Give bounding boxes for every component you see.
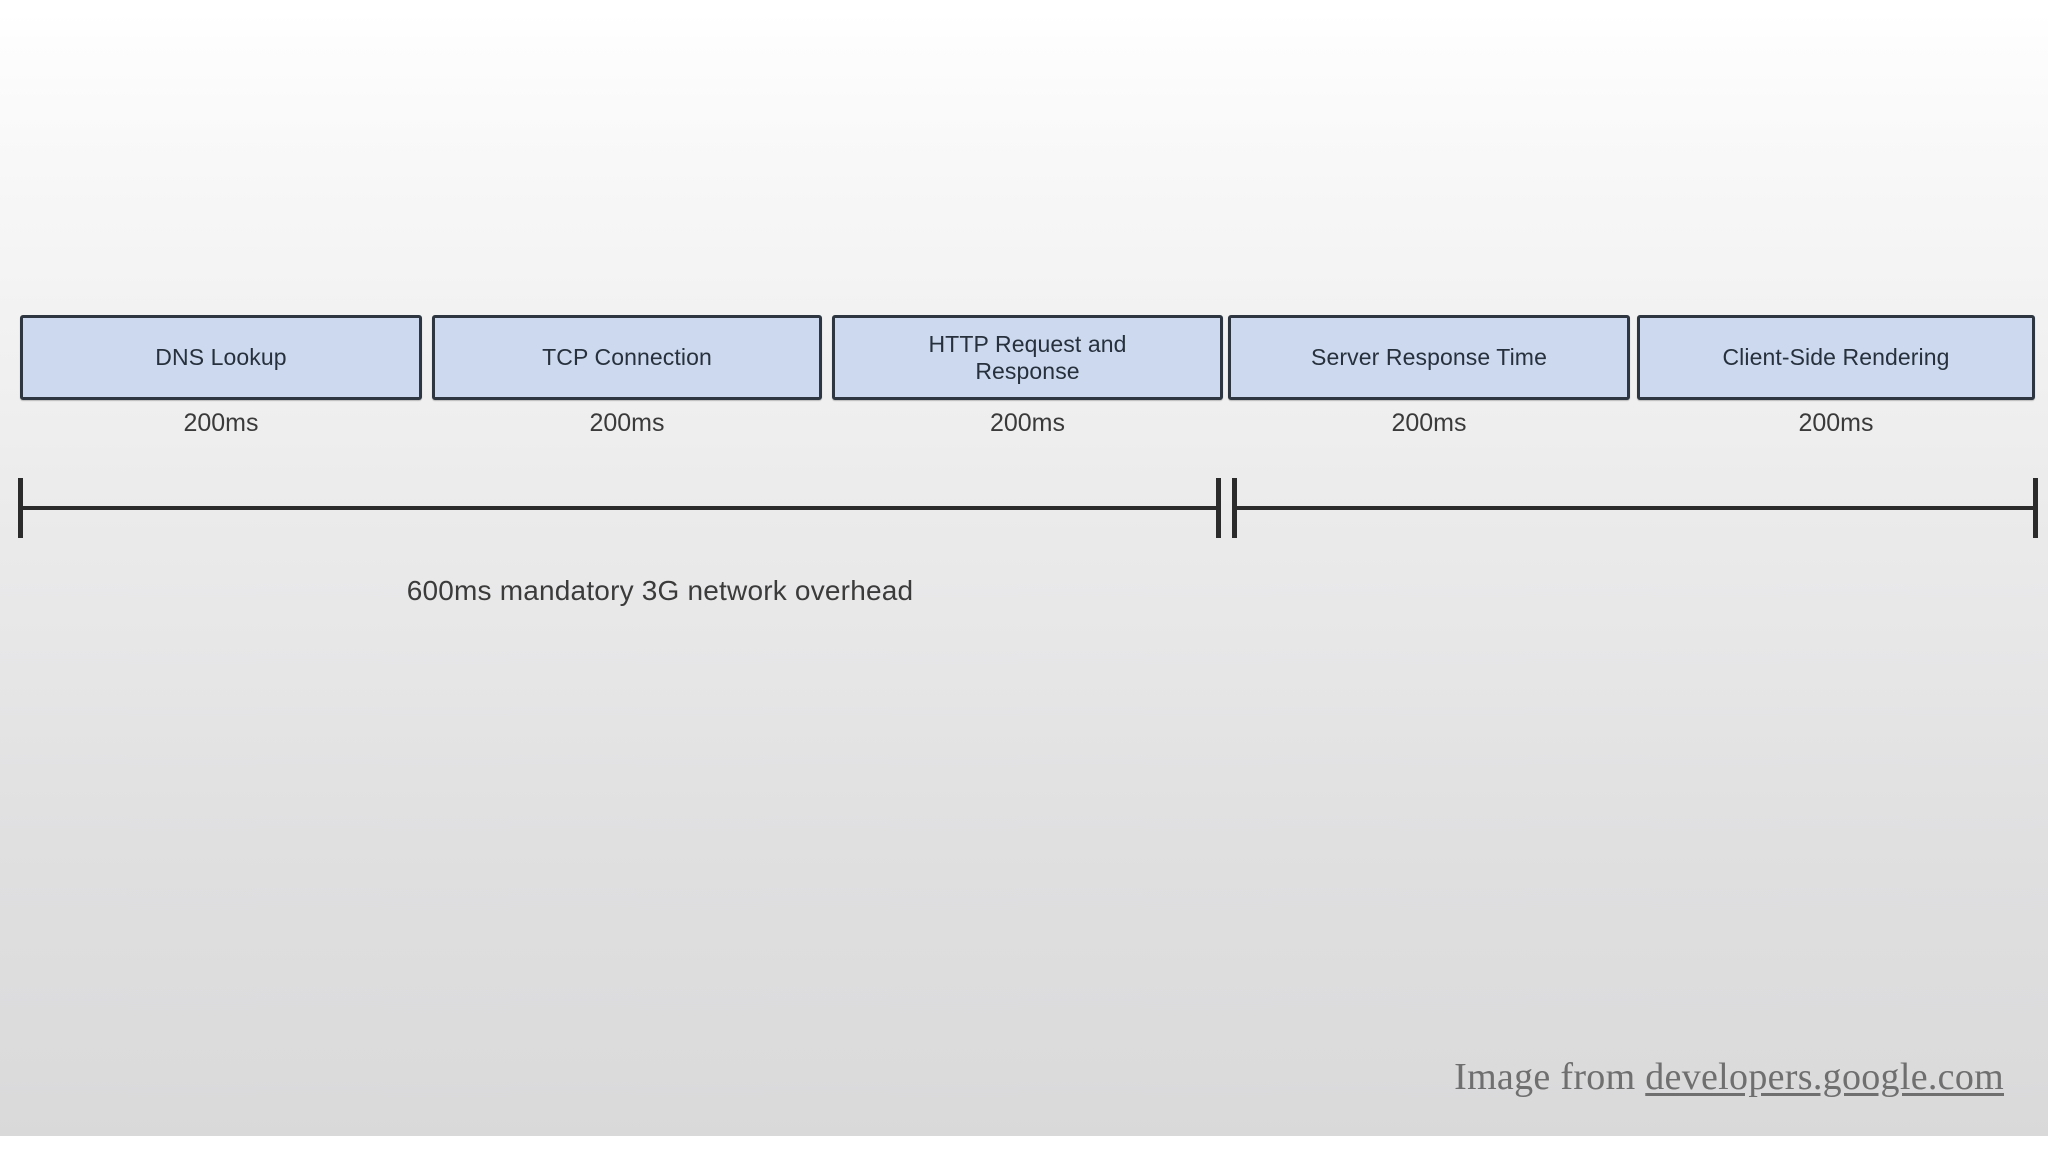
stage-label-http-request-and-response: HTTP Request and Response: [928, 330, 1127, 384]
stage-box-server-response-time[interactable]: Server Response Time: [1228, 315, 1630, 400]
attribution-source-link[interactable]: developers.google.com: [1645, 1056, 2004, 1098]
stage-duration-client-side-rendering: 200ms: [1798, 409, 1874, 437]
stage-duration-tcp-connection: 200ms: [589, 409, 665, 437]
stage-label-dns-lookup: DNS Lookup: [155, 344, 287, 370]
stage-duration-dns-lookup: 200ms: [183, 409, 259, 437]
stage-box-http-request-and-response[interactable]: HTTP Request and Response: [832, 315, 1223, 400]
stage-duration-server-response-time: 200ms: [1391, 409, 1467, 437]
stage-label-server-response-time: Server Response Time: [1311, 344, 1547, 370]
stage-label-client-side-rendering: Client-Side Rendering: [1722, 344, 1950, 370]
attribution-prefix: Image from: [1454, 1056, 1646, 1098]
stage-box-client-side-rendering[interactable]: Client-Side Rendering: [1637, 315, 2035, 400]
slide-background: [0, 14, 2048, 1136]
stage-box-tcp-connection[interactable]: TCP Connection: [432, 315, 822, 400]
stage-label-tcp-connection: TCP Connection: [542, 344, 712, 370]
attribution: Image from developers.google.com: [1454, 1055, 2004, 1099]
stage-box-dns-lookup[interactable]: DNS Lookup: [20, 315, 422, 400]
stage-duration-http-request-and-response: 200ms: [989, 409, 1066, 437]
